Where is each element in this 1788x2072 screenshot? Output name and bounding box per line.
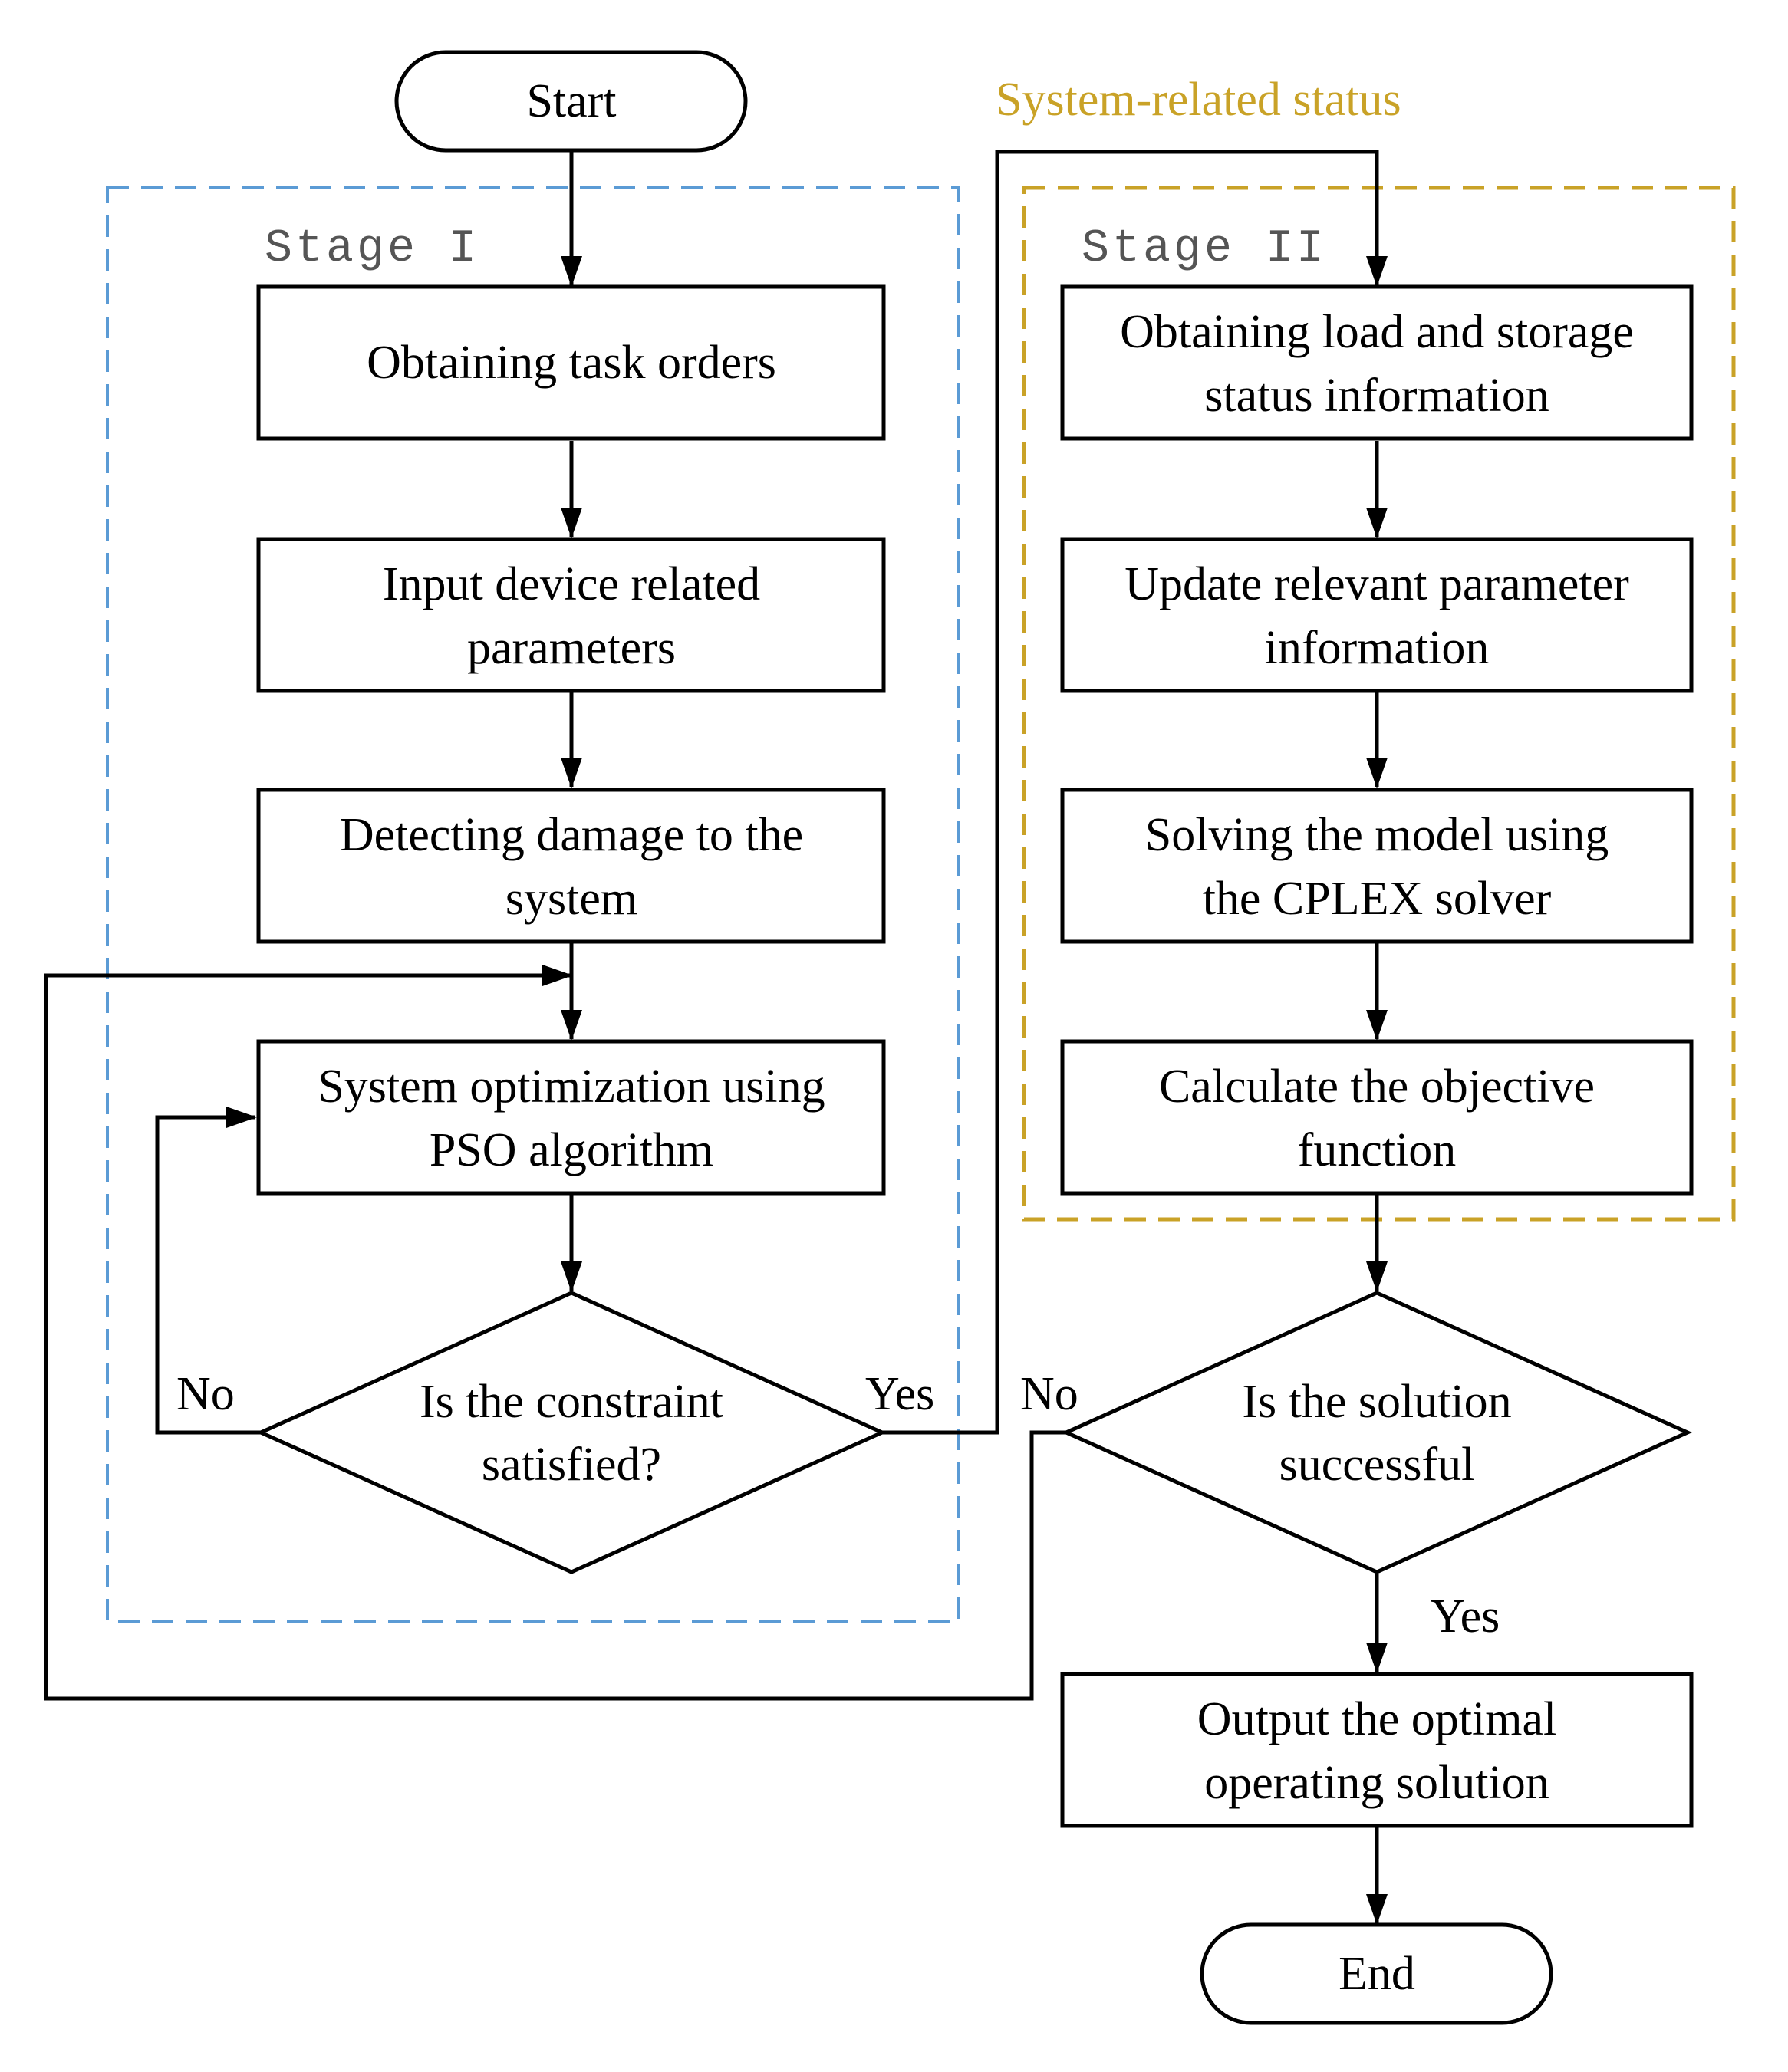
start-terminal: Start (394, 50, 748, 153)
objective-line2: function (1298, 1124, 1457, 1176)
objective-box: Calculate the objective function (1060, 1039, 1694, 1196)
system-related-status-label: System-related status (996, 74, 1401, 126)
constraint-decision: Is the constraint satisfied? (255, 1291, 887, 1574)
input-params-box: Input device related parameters (256, 537, 886, 693)
constraint-no-label: No (176, 1368, 235, 1420)
output-line2: operating solution (1204, 1757, 1549, 1809)
solution-line2: successful (1279, 1439, 1475, 1491)
cplex-solve-box: Solving the model using the CPLEX solver (1060, 788, 1694, 944)
pso-optimization-box: System optimization using PSO algorithm (256, 1039, 886, 1196)
constraint-line1: Is the constraint (420, 1376, 723, 1428)
task-orders-label: Obtaining task orders (367, 337, 776, 389)
cplex-line2: the CPLEX solver (1203, 873, 1552, 925)
load-storage-line1: Obtaining load and storage (1120, 306, 1634, 358)
update-params-line2: information (1265, 622, 1490, 674)
stage1-label: Stage I (265, 223, 479, 275)
cplex-line1: Solving the model using (1145, 809, 1609, 861)
start-label: Start (526, 75, 616, 127)
solution-yes-label: Yes (1431, 1590, 1500, 1643)
objective-line1: Calculate the objective (1159, 1061, 1595, 1113)
detect-damage-box: Detecting damage to the system (256, 788, 886, 944)
output-line1: Output the optimal (1197, 1693, 1556, 1745)
solution-decision: Is the solution successful (1061, 1291, 1693, 1574)
update-params-line1: Update relevant parameter (1124, 558, 1629, 610)
detect-damage-line1: Detecting damage to the (340, 809, 803, 861)
stage2-label: Stage II (1082, 223, 1327, 275)
load-storage-line2: status information (1204, 370, 1549, 422)
edge-constraint-yes-to-stage2 (882, 150, 1388, 1435)
constraint-line2: satisfied? (482, 1439, 661, 1491)
pso-line2: PSO algorithm (430, 1124, 713, 1176)
input-params-line1: Input device related (383, 558, 760, 610)
update-params-box: Update relevant parameter information (1060, 537, 1694, 693)
solution-line1: Is the solution (1242, 1376, 1511, 1428)
task-orders-box: Obtaining task orders (256, 284, 886, 441)
edge-constraint-no-loop (155, 1107, 261, 1435)
pso-line1: System optimization using (318, 1061, 825, 1113)
input-params-line2: parameters (467, 622, 676, 674)
stage1-frame (106, 186, 960, 1623)
output-box: Output the optimal operating solution (1060, 1672, 1694, 1828)
end-label: End (1339, 1948, 1415, 2000)
detect-damage-line2: system (505, 873, 637, 925)
end-terminal: End (1200, 1922, 1553, 2025)
solution-no-label: No (1020, 1368, 1078, 1420)
load-storage-box: Obtaining load and storage status inform… (1060, 284, 1694, 441)
edge-solution-no-loop (44, 973, 1066, 1701)
constraint-yes-label: Yes (865, 1368, 934, 1420)
